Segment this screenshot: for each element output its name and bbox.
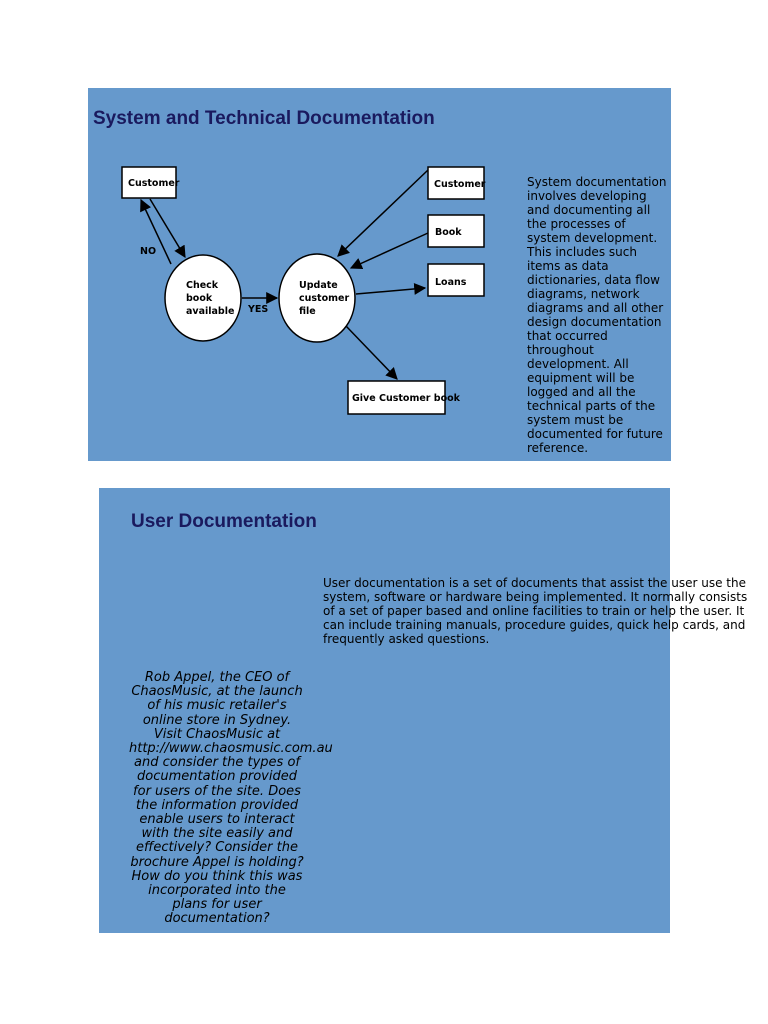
- svg-text:Loans: Loans: [435, 277, 467, 288]
- arrow-update-to-give-book: [345, 325, 398, 380]
- system-documentation-slide: System and Technical Documentation Custo…: [88, 88, 671, 461]
- no-label: NO: [140, 246, 156, 257]
- svg-text:Give Customer book: Give Customer book: [352, 393, 461, 404]
- check-book-process: Check book available: [164, 254, 242, 342]
- svg-text:Update: Update: [299, 280, 338, 291]
- arrow-customer-to-update: [337, 169, 429, 257]
- arrow-check-to-customer: [140, 198, 172, 265]
- customer-left-entity: Customer: [121, 166, 180, 199]
- system-documentation-text: System documentation involves developing…: [527, 175, 667, 455]
- slide-title: System and Technical Documentation: [93, 108, 435, 129]
- data-flow-diagram: Customer Check book available Update cus…: [121, 166, 486, 415]
- svg-text:Customer: Customer: [434, 179, 486, 190]
- arrow-update-to-loans: [355, 282, 427, 295]
- arrow-customer-to-check: [149, 198, 186, 259]
- svg-text:customer: customer: [299, 293, 349, 304]
- customer-right-entity: Customer: [427, 166, 486, 200]
- svg-text:Customer: Customer: [128, 178, 180, 189]
- yes-label: YES: [247, 304, 268, 315]
- give-customer-book-entity: Give Customer book: [347, 380, 461, 415]
- svg-text:available: available: [186, 306, 234, 317]
- user-documentation-text: User documentation is a set of documents…: [323, 576, 748, 646]
- svg-text:file: file: [299, 306, 316, 317]
- slide-title: User Documentation: [131, 511, 317, 532]
- photo-caption: Rob Appel, the CEO of ChaosMusic, at the…: [129, 670, 333, 927]
- svg-text:Check: Check: [186, 280, 219, 291]
- arrow-book-to-update: [349, 232, 429, 269]
- svg-text:Book: Book: [435, 227, 462, 238]
- book-entity: Book: [427, 214, 485, 248]
- loans-entity: Loans: [427, 263, 485, 297]
- update-customer-file-process: Update customer file: [278, 253, 356, 343]
- user-documentation-slide: User Documentation User documentation is…: [99, 488, 747, 933]
- svg-text:book: book: [186, 293, 213, 304]
